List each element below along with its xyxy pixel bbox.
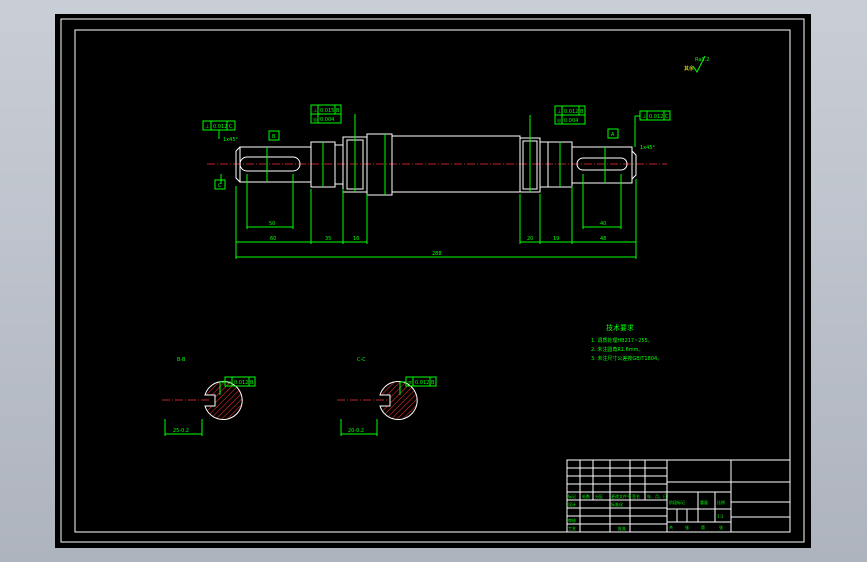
tolerance-frame-left-mid: ⊥ 0.015 B ◎ 0.004 B <box>268 104 356 141</box>
tolerance-frame-right-top: ⊥ 0.012 C A 1x45° <box>607 110 671 151</box>
tech-req-item-1: 1. 调质处理HB217~255。 <box>591 337 653 344</box>
svg-text:处数: 处数 <box>582 493 590 499</box>
svg-text:B: B <box>336 108 340 114</box>
svg-text:⊥: ⊥ <box>205 124 209 130</box>
technical-requirements: 技术要求 1. 调质处理HB217~255。 2. 未注圆角R1.6mm。 3.… <box>591 323 662 362</box>
svg-text:≡: ≡ <box>408 380 412 386</box>
tech-req-title: 技术要求 <box>606 323 634 332</box>
svg-text:⊥: ⊥ <box>313 108 317 114</box>
svg-text:◎: ◎ <box>557 118 562 124</box>
svg-text:◎: ◎ <box>313 117 318 123</box>
svg-text:1x45°: 1x45° <box>640 145 656 151</box>
svg-text:1:1: 1:1 <box>717 514 724 519</box>
svg-text:B: B <box>431 380 435 386</box>
svg-text:第: 第 <box>701 524 705 530</box>
roughness-value: Ra3.2 <box>695 57 709 63</box>
svg-text:0.012: 0.012 <box>234 380 248 386</box>
svg-text:⊥: ⊥ <box>642 114 646 120</box>
svg-text:C: C <box>665 114 669 120</box>
title-block <box>566 459 791 533</box>
svg-text:阶段标记: 阶段标记 <box>669 499 685 505</box>
tolerance-frame-left-top: ⊥ 0.012 C 1x45° C <box>202 120 239 190</box>
tolerance-frame-right-mid: ⊥ 0.012 B ◎ 0.004 <box>529 105 586 138</box>
title-block-labels: 标记 处数 分区 更改文件号 签名 年、月、日 设计 标准化 阶段标记 重量 比… <box>568 493 725 531</box>
svg-text:C: C <box>229 124 233 130</box>
svg-text:0.015: 0.015 <box>320 108 334 114</box>
outer-frame <box>60 18 805 543</box>
svg-text:≡: ≡ <box>227 380 231 386</box>
svg-text:审核: 审核 <box>568 517 576 523</box>
svg-text:C: C <box>218 183 222 189</box>
section-c-label: C-C <box>357 357 366 363</box>
svg-text:0.012: 0.012 <box>415 380 429 386</box>
inner-frame <box>74 29 791 533</box>
section-view-c: C-C ≡ 0.012 B 20-0.2 <box>337 357 437 436</box>
svg-text:0.004: 0.004 <box>564 118 578 124</box>
svg-text:年、月、日: 年、月、日 <box>647 493 667 499</box>
svg-text:批准: 批准 <box>618 525 626 531</box>
bottom-dimensions: 50 40 60 35 16 20 19 48 288 <box>235 174 637 259</box>
tech-req-item-3: 3. 未注尺寸公差按GB/T1804。 <box>591 355 662 362</box>
svg-text:重量: 重量 <box>700 499 708 505</box>
svg-text:比例: 比例 <box>717 499 725 505</box>
svg-text:0.012: 0.012 <box>649 114 663 120</box>
svg-text:B: B <box>272 134 276 140</box>
diameter-dimensions <box>266 134 606 195</box>
svg-text:张: 张 <box>719 524 723 530</box>
tech-req-item-2: 2. 未注圆角R1.6mm。 <box>591 346 644 353</box>
svg-text:A: A <box>611 132 615 138</box>
drawing-canvas: 其余 Ra3.2 <box>60 18 805 543</box>
svg-text:更改文件号: 更改文件号 <box>611 493 631 499</box>
svg-text:⊥: ⊥ <box>557 109 561 115</box>
dim-seg-left-3: 16 <box>353 236 359 242</box>
dim-seg-right-1: 20 <box>527 236 533 242</box>
svg-text:张: 张 <box>685 524 689 530</box>
roughness-other-symbol: 其余 Ra3.2 <box>684 55 709 73</box>
datum-a-box <box>607 128 619 139</box>
svg-text:标记: 标记 <box>568 493 576 499</box>
svg-text:工艺: 工艺 <box>568 526 576 531</box>
dim-seg-left-2: 35 <box>325 236 331 242</box>
dim-seg-right-2: 19 <box>553 236 559 242</box>
svg-text:0.012: 0.012 <box>564 109 578 115</box>
svg-text:标准化: 标准化 <box>611 501 623 507</box>
cad-viewport[interactable]: 其余 Ra3.2 <box>55 14 811 548</box>
section-b-label: B-B <box>177 357 186 363</box>
roughness-other-label: 其余 <box>684 65 694 72</box>
shaft-outline <box>235 133 637 196</box>
dim-key-right: 40 <box>600 221 606 227</box>
dim-seg-left-1: 60 <box>270 236 276 242</box>
datum-b-box <box>268 130 280 141</box>
datum-c-box <box>214 179 226 190</box>
dim-seg-right-3: 48 <box>600 236 606 242</box>
svg-text:20-0.2: 20-0.2 <box>348 428 364 434</box>
svg-text:签名: 签名 <box>632 493 640 499</box>
section-view-b: B-B ≡ 0.012 B 25-0.2 <box>162 357 256 436</box>
svg-text:0.012: 0.012 <box>213 124 227 130</box>
svg-text:分区: 分区 <box>595 493 603 499</box>
dim-key-left: 50 <box>269 221 275 227</box>
svg-text:设计: 设计 <box>568 501 576 507</box>
svg-text:0.004: 0.004 <box>320 117 334 123</box>
svg-text:25-0.2: 25-0.2 <box>173 428 189 434</box>
svg-text:1x45°: 1x45° <box>223 137 239 143</box>
dim-overall-length: 288 <box>432 251 442 257</box>
svg-text:B: B <box>580 109 584 115</box>
svg-text:B: B <box>250 380 254 386</box>
svg-text:共: 共 <box>669 524 673 530</box>
